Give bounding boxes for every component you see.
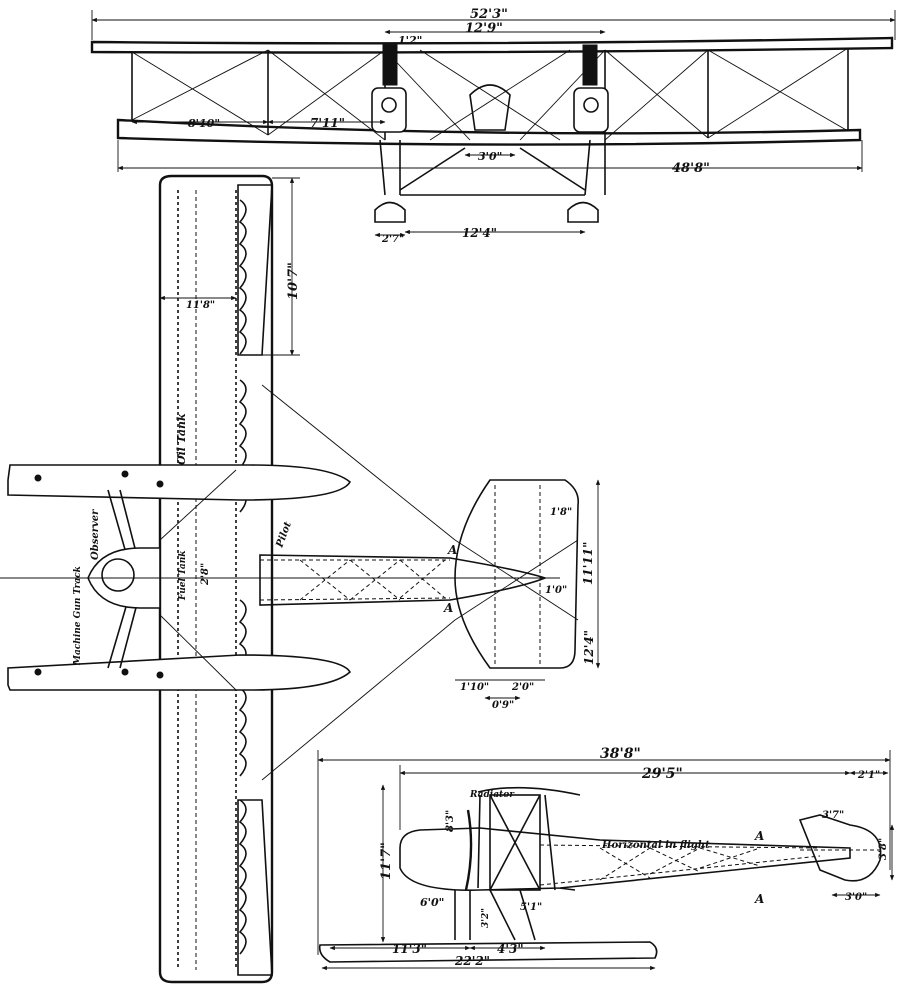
center-nacelle (469, 84, 511, 131)
upper-aileron (237, 184, 273, 356)
tail-a-label: 1'10" (460, 682, 489, 693)
float-struts-plan (107, 489, 139, 669)
tail-tip-label: 1'0" (545, 585, 567, 596)
strut-a-label: 3'2" (481, 908, 491, 928)
left-float-plan (7, 464, 352, 501)
bracing-wires (131, 47, 849, 141)
observer-label: Observer (90, 509, 101, 560)
wing-planform (158, 174, 274, 984)
fuel-tank-label: Fuel Tank (178, 551, 188, 602)
inner-bay-label: 7'11" (310, 116, 345, 130)
float-nose-label: 11'3" (392, 942, 427, 956)
fuselage-length-label: 29'5" (641, 766, 683, 782)
float-fittings (34, 470, 164, 679)
center-gap-label: 3'0" (478, 150, 502, 163)
float-length-label: 22'2" (454, 954, 490, 968)
wing-rib-scallops (238, 199, 247, 955)
gap-small-label: 2'8" (200, 563, 211, 586)
overall-length-label: 38'8" (600, 746, 641, 762)
rudder-side (798, 814, 882, 882)
top-small-label: 1'2" (398, 34, 422, 47)
tail-b-label: 2'0" (511, 682, 534, 693)
left-engine (371, 44, 407, 133)
propeller-side (464, 809, 473, 891)
radiator-label: Radiator (469, 790, 515, 800)
right-float (567, 201, 599, 223)
fuselage-bracing (259, 559, 451, 601)
observer-ring (101, 558, 135, 592)
plan-view: 10'7" 11'8" (0, 174, 601, 984)
outer-bay-label: 8'10" (188, 117, 220, 130)
float-width-label: 2'7" (381, 234, 404, 245)
fuselage-side-bracing (539, 844, 821, 886)
stab-chord-label: 1'8" (550, 507, 572, 518)
float-front-label: 6'0" (420, 896, 444, 909)
span-lower-label: 48'8" (672, 161, 710, 176)
upper-wing (90, 36, 894, 54)
float-rear-label: 4'3" (497, 942, 524, 956)
rudder-height-label: 3'8" (878, 838, 889, 860)
wing-chord-label: 11'8" (186, 300, 215, 311)
tail-boom-lines (159, 384, 456, 781)
right-float-plan (7, 654, 352, 691)
tail-span-label: 11'11" (581, 542, 595, 585)
side-view: 38'8" 29'5" 2'1" 11'7" Horizontal in fli… (317, 746, 895, 971)
pilot-label: Pilot (274, 520, 294, 550)
left-float (374, 201, 406, 223)
strut-b-label: 5'1" (520, 902, 542, 913)
float-struts (379, 139, 606, 196)
plan-section-label-bottom: A (443, 601, 453, 615)
prop-label: 8'3" (445, 810, 456, 832)
span-upper-label: 52'3" (470, 7, 508, 22)
lower-aileron (237, 799, 273, 976)
rudder-chord-label: 2'1" (857, 770, 880, 781)
float-track-label: 12'4" (462, 226, 497, 240)
front-view: 52'3" 12'9" 1'2" (90, 7, 896, 245)
rudder-base-label: 3'0" (845, 892, 867, 903)
center-section-label: 12'9" (465, 21, 503, 36)
tail-c-label: 0'9" (492, 700, 514, 711)
side-section-label-bottom: A (754, 892, 764, 906)
height-label: 11'7" (379, 842, 394, 880)
engine-struts-side (477, 794, 556, 891)
tail-span-total-label: 12'4" (582, 630, 596, 665)
float-struts-side (454, 889, 536, 941)
upper-wing-side (477, 786, 581, 796)
lower-wing (116, 118, 862, 146)
oil-tank-label: Oil Tank (175, 413, 188, 465)
fin-label: 3'7" (822, 810, 844, 821)
aileron-length-label: 10'7" (286, 262, 301, 300)
right-engine (573, 44, 609, 133)
machine-gun-label: Machine Gun Track (73, 566, 83, 666)
side-section-label-top: A (754, 829, 764, 843)
horizontal-label: Horizontal in flight (601, 840, 710, 851)
fuselage-side (399, 827, 851, 891)
plan-section-label-top: A (447, 543, 457, 557)
